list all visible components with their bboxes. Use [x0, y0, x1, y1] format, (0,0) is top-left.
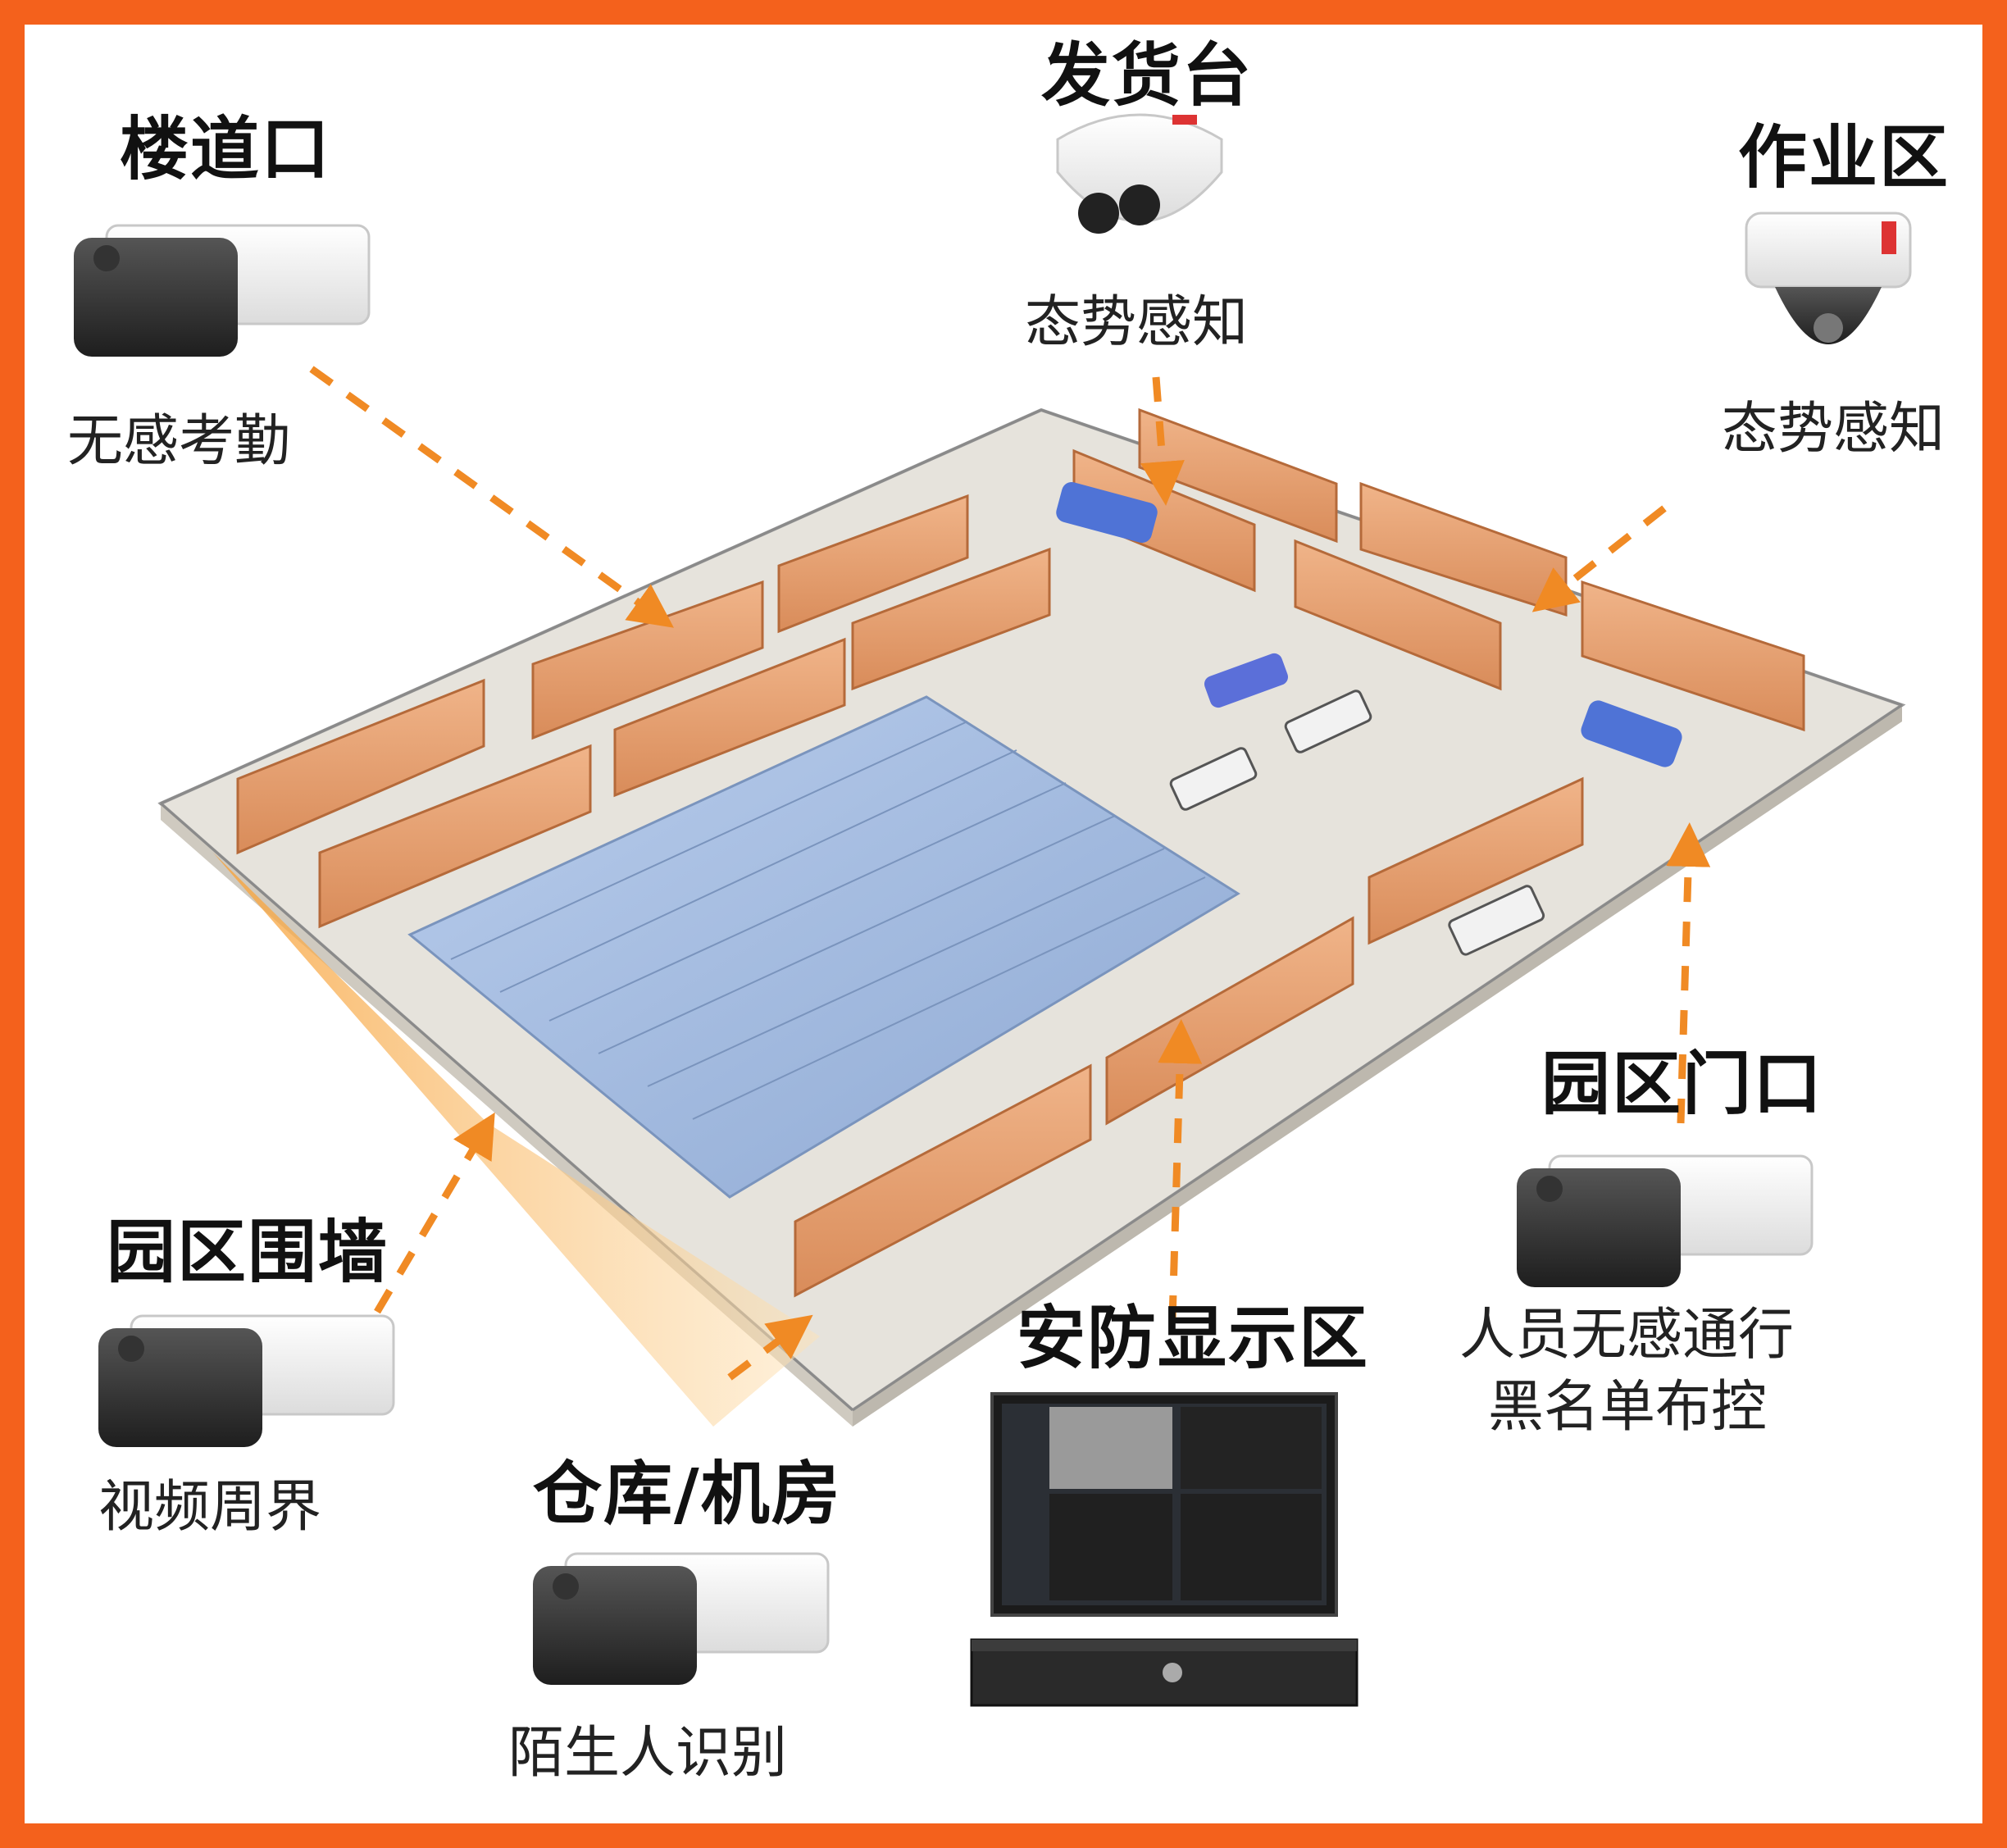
bullet-camera-icon: [533, 1552, 830, 1685]
perimeter-title: 园区围墙: [107, 1212, 389, 1292]
monitor-nvr-icon: [970, 1392, 1358, 1707]
park-scene: [157, 366, 1906, 1427]
stairwell-title: 楼道口: [120, 109, 332, 189]
storage-racks: [236, 407, 1805, 1298]
workarea-caption: 态势感知: [1722, 397, 1946, 462]
camera-illustrations: [74, 113, 1912, 1707]
warehouse-roof: [407, 695, 1240, 1199]
warehouse-title: 仓库/机房: [533, 1454, 842, 1534]
shipping-title: 发货台: [1041, 35, 1254, 116]
bullet-camera-icon: [74, 224, 371, 357]
gate-caption-line2: 黑名单布控: [1488, 1375, 1768, 1440]
gate-title: 园区门口: [1541, 1044, 1824, 1124]
park-vehicles: [1056, 482, 1682, 956]
diagram-canvas: 楼道口 无感考勤 发货台 态势感知 作业区 态势感知 园区门口 人员无感通行 黑…: [25, 25, 1982, 1823]
warehouse-caption: 陌生人识别: [508, 1721, 788, 1786]
dome-camera-icon: [1745, 212, 1912, 344]
workarea-title: 作业区: [1738, 117, 1950, 198]
bullet-camera-icon: [98, 1314, 395, 1447]
perimeter-caption: 视频周界: [98, 1475, 322, 1540]
display-title: 安防显示区: [1017, 1298, 1370, 1378]
dome-camera-icon: [1056, 113, 1223, 234]
gate-caption-line1: 人员无感通行: [1459, 1303, 1795, 1368]
stairwell-caption: 无感考勤: [67, 409, 291, 474]
bullet-camera-icon: [1517, 1154, 1814, 1287]
perimeter-beam: [213, 853, 820, 1427]
connector-arrows: [309, 366, 1711, 1381]
shipping-caption: 态势感知: [1025, 290, 1249, 355]
